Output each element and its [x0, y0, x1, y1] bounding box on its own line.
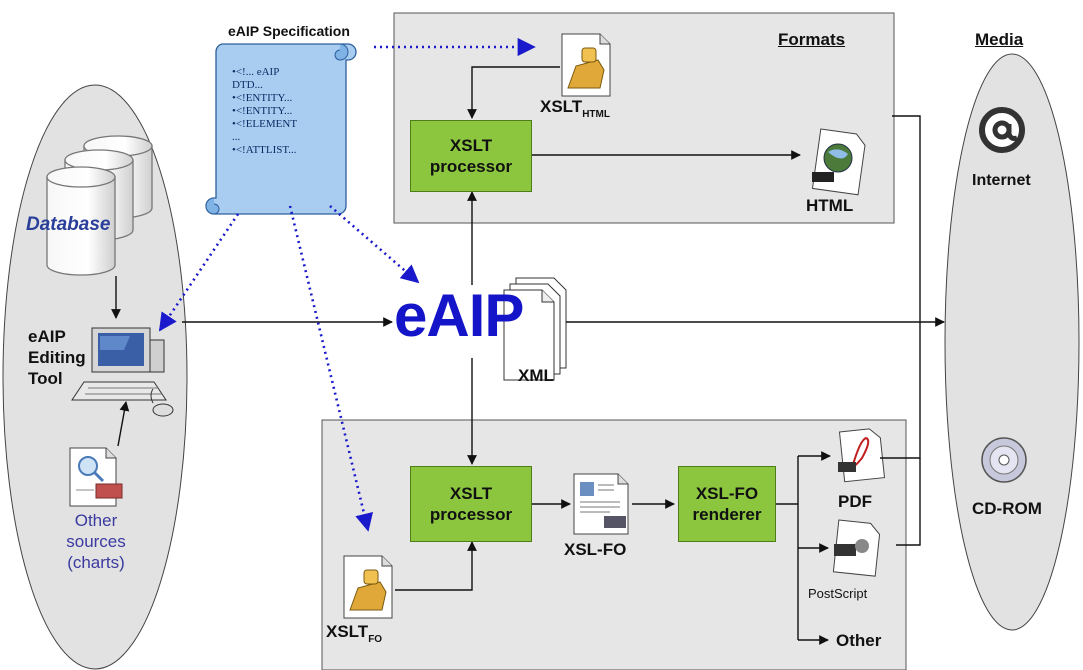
xslt-html-stylesheet-icon [561, 33, 611, 97]
postscript-label: PostScript [808, 586, 868, 601]
database-label: Database [26, 214, 111, 235]
processor-label-line: XSLT [449, 484, 493, 503]
xslt-fo-label: XSLTFO [326, 622, 383, 645]
pdf-document-icon [838, 428, 886, 483]
renderer-label-line: renderer [692, 505, 762, 524]
spec-line: •<!ATTLIST... [232, 144, 297, 156]
xslt-fo-sub: FO [368, 634, 383, 645]
other-output-label: Other [836, 631, 882, 650]
top-xslt-processor: XSLT processor [410, 120, 532, 192]
spec-code: •<!... eAIP DTD... •<!ENTITY... •<!ENTIT… [232, 66, 297, 157]
processor-label-line: processor [429, 157, 513, 176]
processor-label-line: XSLT [449, 136, 493, 155]
spec-line: •<!ENTITY... [232, 92, 293, 104]
cd-rom-icon [981, 437, 1027, 483]
spec-line: ... [232, 131, 241, 143]
xslt-fo-stylesheet-icon [343, 555, 393, 619]
processor-label-line: processor [429, 505, 513, 524]
formats-title: Formats [778, 30, 846, 49]
other-sources-label: Other sources (charts) [56, 510, 136, 573]
xslt-html-base: XSLT [540, 97, 583, 116]
xsl-fo-document-icon [573, 473, 629, 535]
bottom-xslt-processor: XSLT processor [410, 466, 532, 542]
editing-tool-label-line: Tool [28, 369, 63, 388]
xml-document-stack-icon [503, 277, 567, 381]
html-document-icon [811, 128, 866, 196]
editing-tool-label: eAIP Editing Tool [28, 326, 86, 389]
computer-icon [71, 327, 174, 417]
internet-icon [979, 107, 1025, 153]
spec-title: eAIP Specification [228, 23, 350, 39]
postscript-document-icon [832, 519, 881, 577]
xslt-html-label: XSLTHTML [540, 97, 610, 120]
media-ellipse [944, 53, 1080, 631]
spec-line: DTD... [232, 79, 263, 91]
other-sources-line: sources [66, 532, 126, 551]
cd-rom-label: CD-ROM [972, 499, 1042, 518]
xsl-fo-renderer: XSL-FO renderer [678, 466, 776, 542]
specification-scroll [205, 43, 357, 215]
renderer-label-line: XSL-FO [695, 484, 759, 503]
media-title: Media [975, 30, 1024, 49]
xslt-html-sub: HTML [582, 109, 610, 120]
internet-label: Internet [972, 172, 1031, 189]
spec-line: •<!ENTITY... [232, 105, 293, 117]
xsl-fo-label: XSL-FO [564, 540, 627, 559]
other-sources-line: (charts) [67, 553, 125, 572]
eaip-logo: eAIP [394, 282, 524, 349]
spec-line: •<!ELEMENT [232, 118, 298, 130]
editing-tool-label-line: Editing [28, 348, 86, 367]
xslt-fo-base: XSLT [326, 622, 369, 641]
html-label: HTML [806, 196, 854, 215]
xml-label: XML [518, 366, 554, 385]
pdf-label: PDF [838, 492, 872, 511]
editing-tool-label-line: eAIP [28, 327, 66, 346]
other-sources-line: Other [74, 511, 118, 530]
database-icon [46, 135, 153, 276]
spec-line: •<!... eAIP [232, 66, 280, 78]
chart-document-icon [69, 447, 123, 507]
